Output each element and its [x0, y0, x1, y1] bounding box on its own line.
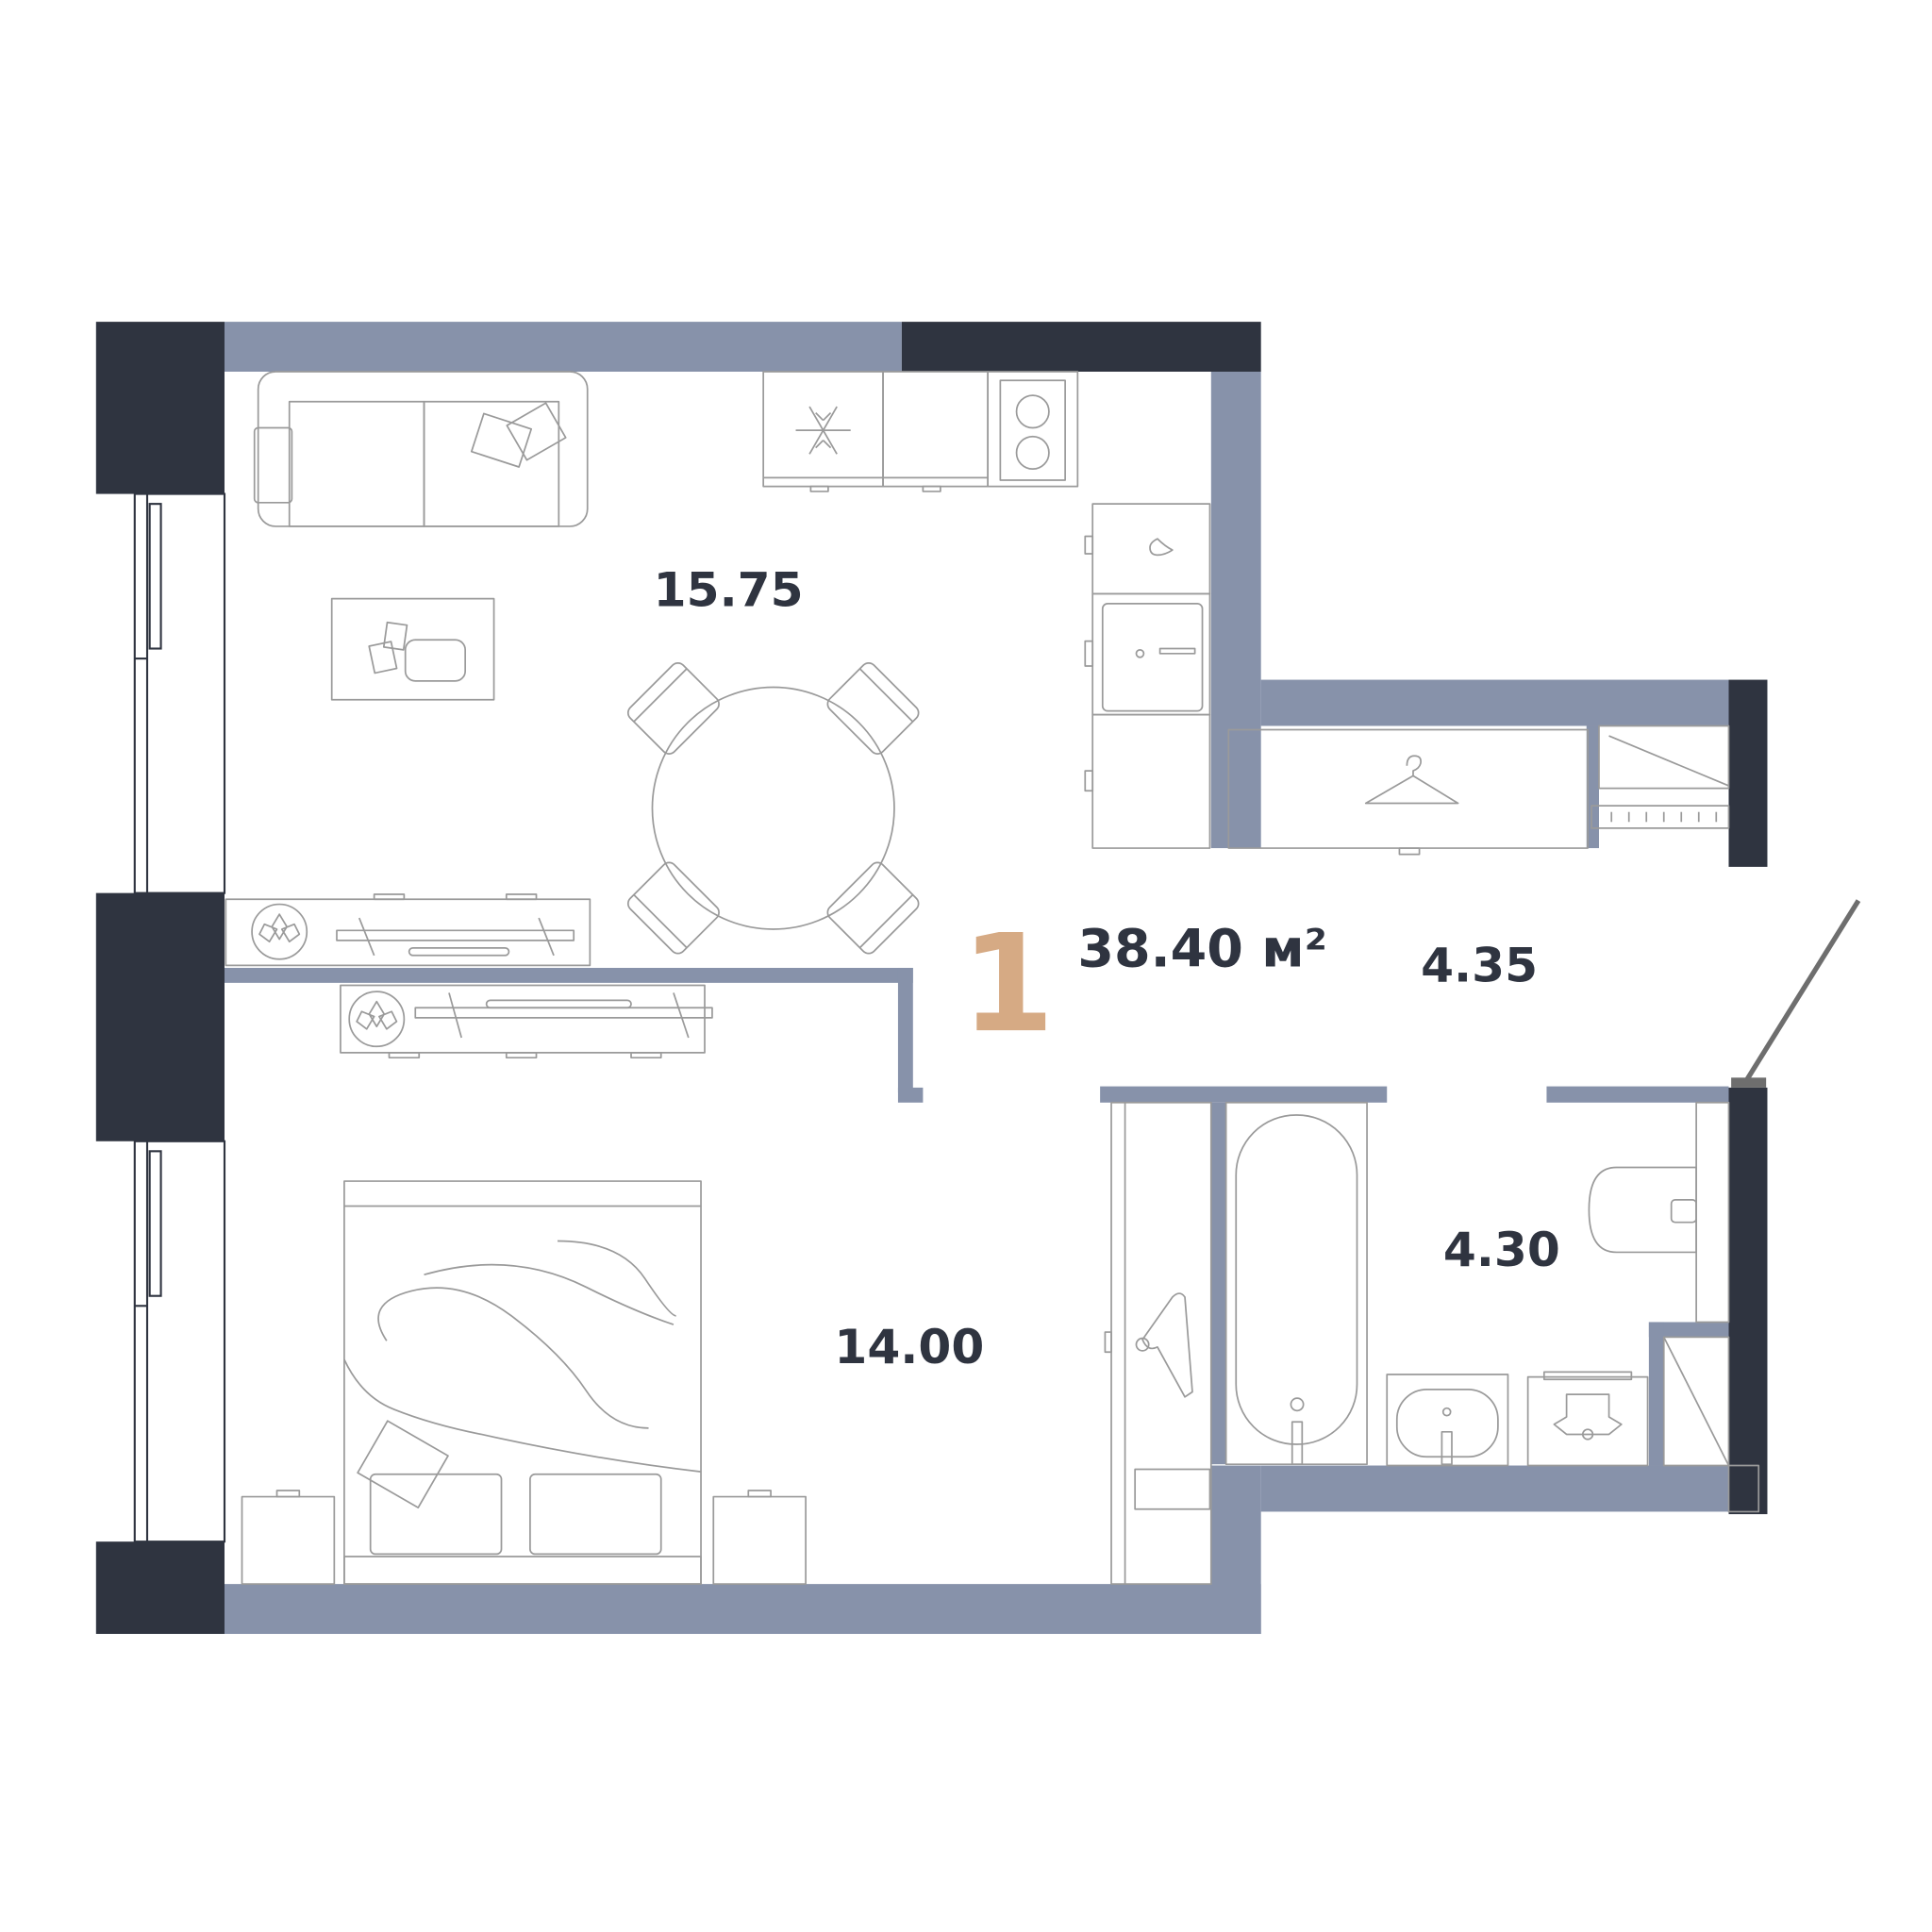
tv-stand-icon: [340, 984, 713, 1059]
room-area-hallway: 4.35: [1421, 938, 1538, 993]
fridge-icon: [762, 371, 884, 488]
bathtub-icon: [1224, 1101, 1368, 1466]
washbasin-icon: [1386, 1374, 1509, 1467]
room-area-bedroom: 14.00: [834, 1319, 984, 1374]
tv-stand-icon: [225, 893, 591, 967]
door-icon[interactable]: [1731, 899, 1861, 1088]
inner-walls: [224, 322, 1729, 1635]
window-lower: [133, 1140, 226, 1543]
toilet-icon: [1588, 1101, 1730, 1324]
nightstand-icon: [241, 1490, 336, 1585]
sofa-icon: [253, 371, 589, 527]
kitchen-cabinet: [809, 371, 989, 492]
wardrobe-icon: [1227, 728, 1589, 856]
stove-icon: [987, 371, 1079, 488]
rooms-count: 1: [961, 905, 1055, 1062]
window-upper: [133, 492, 226, 894]
coffee-table-icon: [330, 597, 495, 701]
outer-walls: [95, 322, 1768, 1635]
room-area-bathroom: 4.30: [1443, 1222, 1560, 1277]
kitchen-cabinet-right: [1084, 503, 1211, 595]
room-area-living-kitchen: 15.75: [654, 562, 804, 618]
utility-shelf: [1662, 1336, 1760, 1513]
bed-icon: [343, 1180, 702, 1585]
washing-machine-icon: [1526, 1371, 1649, 1467]
nightstand-icon: [712, 1490, 807, 1585]
total-area: 38.40 м²: [1077, 919, 1327, 980]
dishwasher-icon: [1084, 713, 1211, 849]
wardrobe-shelf: [1591, 724, 1730, 829]
sink-icon: [1084, 592, 1211, 716]
dining-table-icon: [626, 661, 920, 955]
wardrobe-icon: [1104, 1101, 1212, 1585]
